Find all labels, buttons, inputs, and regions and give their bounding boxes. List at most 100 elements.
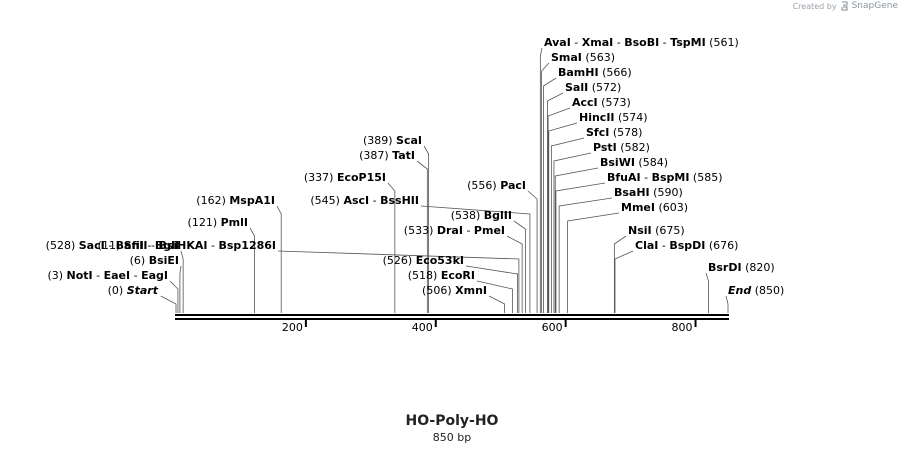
site-label[interactable]: (538) BglII [451,209,512,222]
enzyme-name[interactable]: MspA1I [229,194,275,207]
site-label[interactable]: (121) PmlI [188,216,248,229]
site-label[interactable]: ClaI - BspDI (676) [635,239,738,252]
site-label[interactable]: (387) TatI [359,149,415,162]
site-label[interactable]: NsiI (675) [628,224,685,237]
site-noti[interactable]: (3) NotI - EaeI - EagI [47,269,168,282]
site-paci[interactable]: (556) PacI [467,179,526,192]
enzyme-name[interactable]: BspDI [669,239,705,252]
site-start[interactable]: (0) Start [108,284,159,297]
enzyme-name[interactable]: BsiWI [600,156,635,169]
enzyme-name[interactable]: End [728,284,751,297]
site-sali[interactable]: SalI (572) [565,81,621,94]
site-label[interactable]: (528) SacI - BanII - BsiHKAI - Bsp1286I [46,239,276,252]
site-label[interactable]: BsiWI (584) [600,156,668,169]
site-sfii[interactable]: (11) SfiI - BglI [98,239,179,252]
enzyme-name[interactable]: BfuAI [607,171,641,184]
enzyme-name[interactable]: AvaI [544,36,571,49]
enzyme-name[interactable]: BamHI [558,66,599,79]
enzyme-name[interactable]: BsrDI [708,261,742,274]
site-label[interactable]: (0) Start [108,284,159,297]
site-bsiwi[interactable]: BsiWI (584) [600,156,668,169]
site-label[interactable]: (389) ScaI [363,134,422,147]
enzyme-name[interactable]: Start [127,284,159,297]
site-drai[interactable]: (533) DraI - PmeI [404,224,505,237]
site-label[interactable]: (337) EcoP15I [304,171,386,184]
enzyme-name[interactable]: PstI [593,141,617,154]
site-clai[interactable]: ClaI - BspDI (676) [635,239,738,252]
site-label[interactable]: End (850) [728,284,784,297]
enzyme-name[interactable]: EagI [141,269,168,282]
site-asci[interactable]: (545) AscI - BssHII [310,194,419,207]
enzyme-name[interactable]: MmeI [621,201,655,214]
enzyme-name[interactable]: SfcI [586,126,609,139]
enzyme-name[interactable]: BanII [116,239,148,252]
enzyme-name[interactable]: Eco53kI [416,254,464,267]
site-label[interactable]: BfuAI - BspMI (585) [607,171,723,184]
enzyme-name[interactable]: BsoBI [624,36,659,49]
enzyme-name[interactable]: HincII [579,111,615,124]
site-label[interactable]: MmeI (603) [621,201,688,214]
site-bglii[interactable]: (538) BglII [451,209,512,222]
site-label[interactable]: (556) PacI [467,179,526,192]
site-label[interactable]: HincII (574) [579,111,648,124]
site-nsii[interactable]: NsiI (675) [628,224,685,237]
enzyme-name[interactable]: EcoRI [441,269,475,282]
enzyme-name[interactable]: BglI [155,239,179,252]
enzyme-name[interactable]: ScaI [396,134,422,147]
site-mspa1i[interactable]: (162) MspA1I [196,194,275,207]
site-label[interactable]: (533) DraI - PmeI [404,224,505,237]
enzyme-name[interactable]: XmnI [455,284,487,297]
site-label[interactable]: (506) XmnI [422,284,487,297]
enzyme-name[interactable]: BsiEI [149,254,179,267]
site-xmni[interactable]: (506) XmnI [422,284,487,297]
enzyme-name[interactable]: SalI [565,81,588,94]
enzyme-name[interactable]: EcoP15I [337,171,386,184]
site-end[interactable]: End (850) [728,284,784,297]
enzyme-name[interactable]: AccI [572,96,598,109]
enzyme-name[interactable]: AscI [343,194,369,207]
enzyme-name[interactable]: BspMI [652,171,690,184]
enzyme-name[interactable]: BsiHKAI [158,239,207,252]
site-smai[interactable]: SmaI (563) [551,51,615,64]
site-bsrdi[interactable]: BsrDI (820) [708,261,775,274]
site-bsahi[interactable]: BsaHI (590) [614,186,683,199]
site-bsiei[interactable]: (6) BsiEI [130,254,179,267]
site-label[interactable]: AvaI - XmaI - BsoBI - TspMI (561) [544,36,739,49]
site-bamhi[interactable]: BamHI (566) [558,66,632,79]
site-label[interactable]: SalI (572) [565,81,621,94]
site-scai[interactable]: (389) ScaI [363,134,422,147]
site-pmli[interactable]: (121) PmlI [188,216,248,229]
site-label[interactable]: (11) SfiI - BglI [98,239,179,252]
enzyme-name[interactable]: EaeI [104,269,131,282]
enzyme-name[interactable]: XmaI [582,36,613,49]
site-mmei[interactable]: MmeI (603) [621,201,688,214]
site-label[interactable]: (6) BsiEI [130,254,179,267]
enzyme-name[interactable]: SmaI [551,51,582,64]
site-sfci[interactable]: SfcI (578) [586,126,642,139]
enzyme-name[interactable]: NsiI [628,224,652,237]
enzyme-name[interactable]: ClaI [635,239,658,252]
enzyme-name[interactable]: NotI [67,269,93,282]
site-eco53ki[interactable]: (526) Eco53kI [383,254,464,267]
enzyme-name[interactable]: PmlI [221,216,248,229]
site-label[interactable]: BsrDI (820) [708,261,775,274]
site-psti[interactable]: PstI (582) [593,141,650,154]
site-hincii[interactable]: HincII (574) [579,111,648,124]
enzyme-name[interactable]: TspMI [670,36,706,49]
enzyme-name[interactable]: BsaHI [614,186,650,199]
enzyme-name[interactable]: SfiI [124,239,144,252]
site-label[interactable]: SfcI (578) [586,126,642,139]
site-label[interactable]: AccI (573) [572,96,631,109]
site-label[interactable]: SmaI (563) [551,51,615,64]
site-label[interactable]: (518) EcoRI [408,269,475,282]
site-ecori[interactable]: (518) EcoRI [408,269,475,282]
site-label[interactable]: (162) MspA1I [196,194,275,207]
site-acci[interactable]: AccI (573) [572,96,631,109]
site-label[interactable]: PstI (582) [593,141,650,154]
enzyme-name[interactable]: DraI [437,224,463,237]
site-label[interactable]: (545) AscI - BssHII [310,194,419,207]
site-ecop15i[interactable]: (337) EcoP15I [304,171,386,184]
site-bfuai[interactable]: BfuAI - BspMI (585) [607,171,723,184]
enzyme-name[interactable]: PacI [500,179,526,192]
site-tati[interactable]: (387) TatI [359,149,415,162]
